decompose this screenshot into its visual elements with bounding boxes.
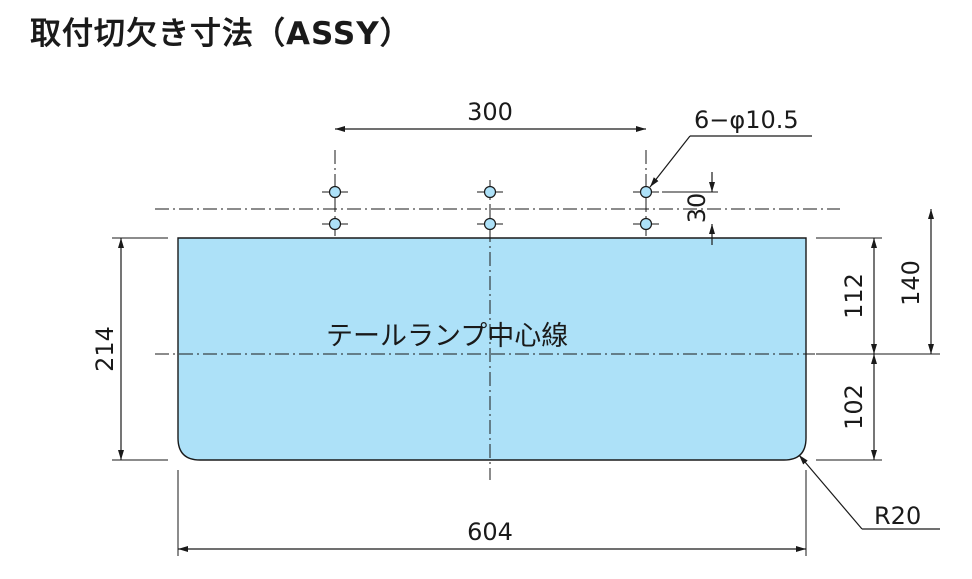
total-height-label: 214: [91, 326, 119, 372]
hole-top-left: [322, 185, 348, 199]
corner-radius-leader: [798, 454, 863, 530]
width-label: 604: [467, 518, 513, 546]
hole-top-right: [633, 185, 659, 199]
hole-bottom-middle: [477, 217, 503, 231]
lower-height-label: 102: [840, 384, 868, 430]
corner-radius-label: R20: [874, 502, 921, 530]
hole-row-gap-label: 30: [683, 193, 711, 224]
hole-spec-label: 6−φ10.5: [694, 106, 799, 134]
hole-to-centerline-label: 140: [897, 260, 925, 306]
hole-bottom-right: [633, 217, 659, 231]
hole-spec-leader: [649, 135, 691, 188]
upper-height-label: 112: [840, 273, 868, 319]
hole-pitch-label: 300: [467, 98, 513, 126]
cutout-panel: [177, 237, 807, 461]
mounting-holes: [322, 185, 659, 231]
taillamp-centerline-label: テールランプ中心線: [326, 321, 568, 352]
page-title: 取付切欠き寸法（ASSY）: [30, 16, 412, 52]
hole-top-middle: [477, 185, 503, 199]
hole-bottom-left: [322, 217, 348, 231]
